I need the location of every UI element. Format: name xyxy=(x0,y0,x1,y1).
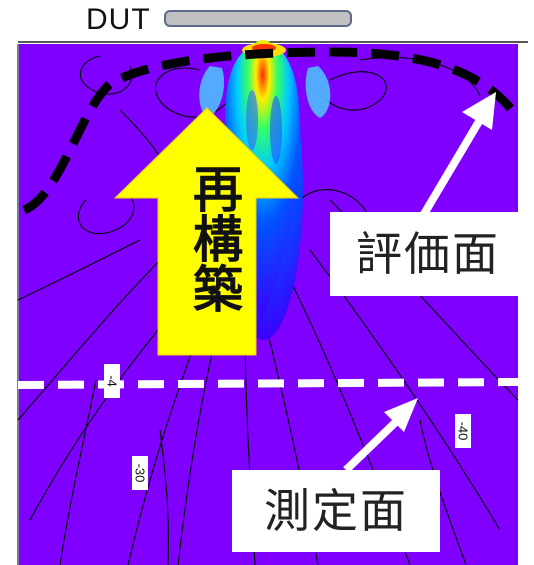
contour-lines xyxy=(17,55,519,565)
contour-label: -30 xyxy=(132,456,148,490)
reconstruction-arrow xyxy=(113,107,300,356)
measurement-plane-line xyxy=(17,378,519,389)
contour-label: -40 xyxy=(455,414,471,448)
contour-label: -4 xyxy=(104,364,120,398)
reconstruction-label-text: 再構築 xyxy=(185,163,243,313)
evaluation-plane-label: 評価面 xyxy=(330,212,526,296)
evaluation-plane-line xyxy=(21,47,522,215)
measurement-plane-label: 測定面 xyxy=(232,470,440,552)
eval-pointer-arrow xyxy=(420,92,496,217)
meas-pointer-arrow xyxy=(343,398,418,473)
dut-label: DUT xyxy=(86,3,151,36)
dut-device-bar xyxy=(164,10,352,27)
reconstruction-label: 再構築 xyxy=(185,163,243,313)
